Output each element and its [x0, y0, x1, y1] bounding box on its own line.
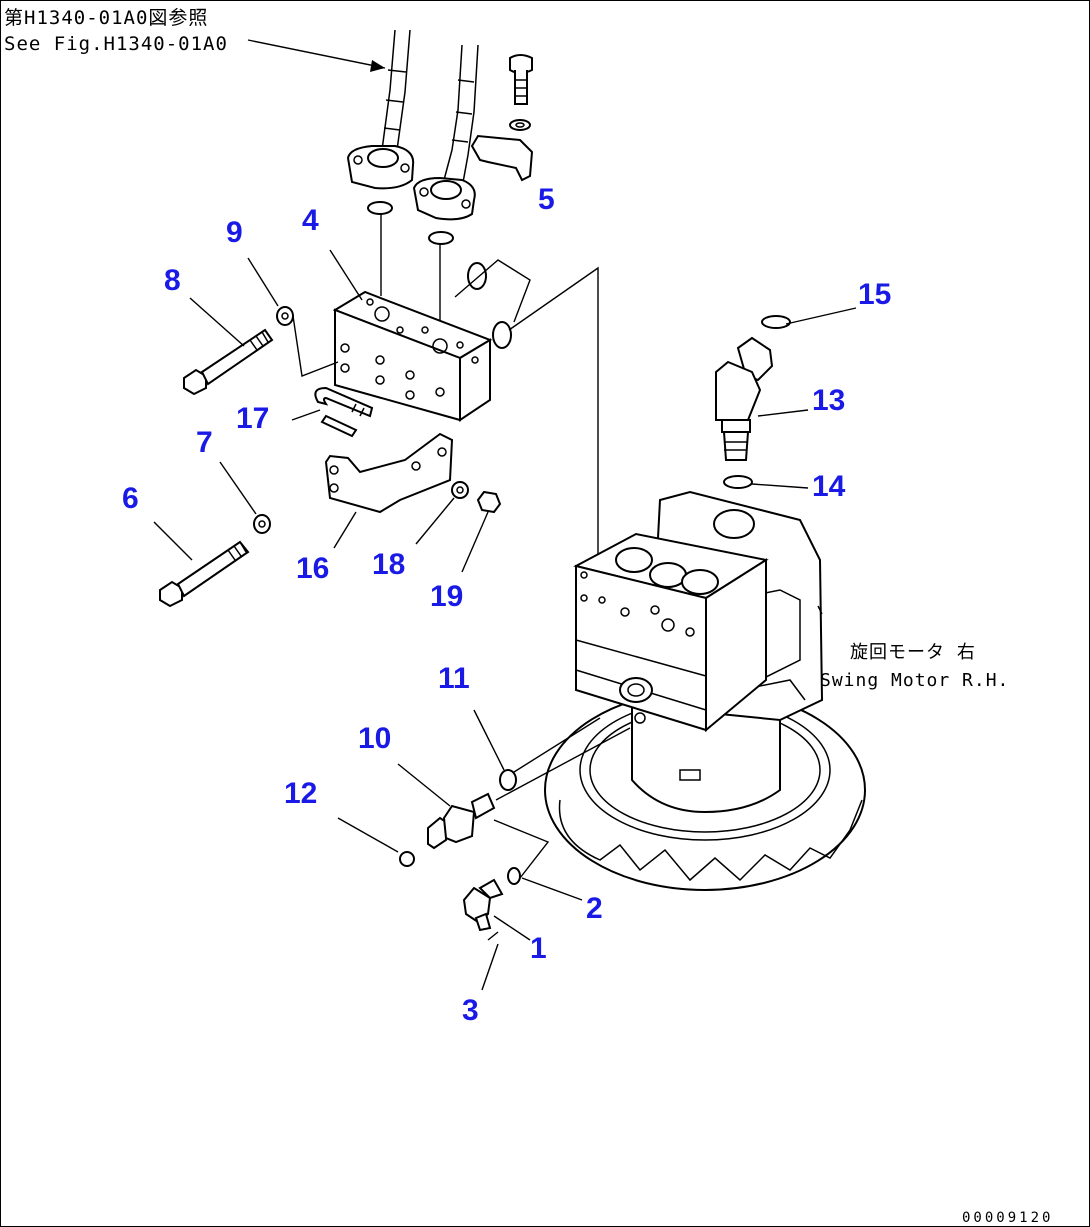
- bolt-6: [159, 540, 250, 608]
- callout-11: 11: [438, 662, 470, 695]
- o-ring: [492, 321, 512, 349]
- washer-7: [253, 514, 271, 534]
- callout-12: 12: [284, 777, 317, 810]
- nut-19: [476, 490, 502, 514]
- bolt-8: [183, 328, 274, 396]
- figure-code: 00009120: [962, 1210, 1053, 1226]
- assembly-line-bolt8: [292, 315, 339, 377]
- callout-5: 5: [538, 183, 555, 216]
- o-ring-14: [723, 475, 753, 489]
- washer-9: [276, 306, 294, 326]
- elbow-1: [462, 878, 504, 932]
- callout-18: 18: [372, 548, 405, 581]
- elbow-fitting-13: [715, 336, 774, 461]
- callout-13: 13: [812, 384, 845, 417]
- washer-hole: [281, 312, 289, 320]
- o-ring-15: [761, 315, 791, 329]
- callout-19: 19: [430, 580, 463, 613]
- leader-lines: [153, 249, 857, 991]
- o-ring: [367, 201, 393, 215]
- o-ring-11: [499, 769, 517, 791]
- o-ring: [428, 231, 454, 245]
- reference-leader: [247, 39, 386, 69]
- callout-2: 2: [586, 892, 603, 925]
- motor-valve-block: [573, 509, 769, 733]
- fitting-10: [427, 792, 496, 850]
- assembly-lines-11: [495, 717, 631, 801]
- assembly-line-long: [508, 266, 599, 680]
- manifold-block: [332, 290, 493, 422]
- washer-hole: [456, 486, 464, 494]
- reference-text-en: See Fig.H1340-01A0: [4, 33, 228, 55]
- bracket-16: [324, 432, 454, 514]
- marker-3: [487, 931, 499, 941]
- hose-right: [412, 44, 479, 221]
- callout-17: 17: [236, 402, 269, 435]
- callout-10: 10: [358, 722, 391, 755]
- hose-left: [346, 29, 415, 190]
- u-bolt-17: [314, 386, 374, 438]
- callout-8: 8: [164, 264, 181, 297]
- callout-6: 6: [122, 482, 139, 515]
- washer-hole: [258, 520, 266, 528]
- callout-4: 4: [302, 204, 319, 237]
- plug-12: [399, 851, 415, 867]
- callout-1: 1: [530, 932, 547, 965]
- callout-14: 14: [812, 470, 846, 503]
- leader-5: [454, 259, 531, 323]
- flange-bolt: [470, 54, 534, 182]
- reference-text-jp: 第H1340-01A0図参照: [4, 7, 208, 29]
- reference-arrowhead: [370, 60, 385, 72]
- washer-18: [451, 481, 469, 499]
- o-ring-2: [507, 867, 521, 885]
- motor-label-jp: 旋回モータ 右: [850, 642, 976, 663]
- callout-15: 15: [858, 278, 891, 311]
- callout-9: 9: [226, 216, 243, 249]
- callout-16: 16: [296, 552, 329, 585]
- callout-7: 7: [196, 426, 213, 459]
- callout-3: 3: [462, 994, 479, 1027]
- assembly-lines-2: [493, 819, 550, 879]
- o-ring: [467, 262, 487, 290]
- motor-label-en: Swing Motor R.H.: [820, 670, 1009, 691]
